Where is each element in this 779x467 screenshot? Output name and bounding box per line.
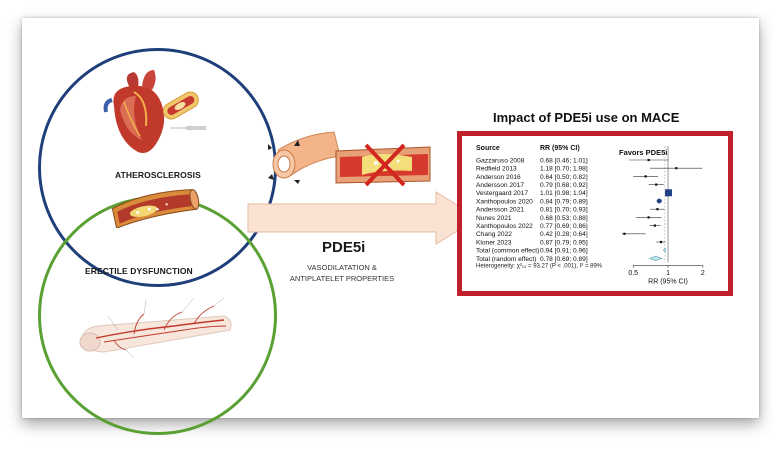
blocked-artery-icon: [335, 143, 431, 187]
study-ci: 0.68 [0.46; 1.01]: [540, 157, 588, 164]
total-diamond: [648, 255, 663, 261]
pde5i-arrow: [247, 191, 479, 245]
vestergaard-weight-box: [665, 189, 673, 197]
study-name: Xanthopoulos 2022: [476, 223, 533, 230]
pde5i-properties: VASODILATATION & ANTIPLATELET PROPERTIES: [272, 262, 412, 284]
panel-title: Impact of PDE5i use on MACE: [493, 110, 680, 125]
pde5i-properties-line2: ANTIPLATELET PROPERTIES: [289, 274, 395, 283]
heart-illustration: [103, 70, 206, 153]
study-name: Nunes 2021: [476, 215, 512, 222]
study-ci: 0.68 [0.53; 0.88]: [540, 215, 588, 222]
atherosclerosis-label: ATHEROSCLEROSIS: [115, 170, 201, 180]
forest-plot-panel: Source RR (95% CI) Gazzaruso 2008 0.68 [0.4…: [457, 131, 733, 296]
study-ci: 0.79 [0.68; 0.92]: [540, 182, 588, 189]
study-point: [659, 240, 663, 244]
header-source: Source: [476, 145, 500, 152]
study-ci: 0.77 [0.69; 0.86]: [540, 223, 588, 230]
vessel-cross-section: [268, 131, 341, 184]
study-name: Redfield 2013: [476, 166, 517, 173]
study-point: [655, 183, 658, 186]
study-name: Kloner 2023: [476, 239, 512, 246]
study-point: [647, 158, 650, 162]
header-rr: RR (95% CI): [540, 145, 580, 152]
pde5i-title: PDE5i: [322, 239, 366, 256]
plaque-artery-illustration: [111, 189, 200, 228]
x-tick-label: 2: [701, 270, 705, 277]
study-point: [644, 175, 647, 178]
total-name: Total (random effect): [476, 256, 536, 263]
figure-card: ATHEROSCLEROSIS ERECTILE DYSFUNCTION: [22, 18, 759, 435]
total-diamond: [662, 247, 667, 253]
pde5i-properties-line1: VASODILATATION &: [307, 263, 377, 272]
study-point: [656, 208, 659, 211]
xanthopoulos-weight-dot: [656, 198, 662, 204]
study-name: Vestergaard 2017: [476, 190, 528, 197]
x-tick-label: 0.5: [628, 270, 638, 277]
study-ci: 1.18 [0.70; 1.98]: [540, 166, 588, 173]
study-ci: 0.64 [0.50; 0.82]: [540, 174, 588, 181]
forest-plot: Source RR (95% CI) Gazzaruso 2008 0.68 [0.4…: [476, 145, 705, 285]
study-point: [653, 224, 656, 227]
study-name: Andersson 2017: [476, 182, 524, 189]
study-ci: 0.87 [0.79; 0.95]: [540, 239, 588, 246]
penile-anatomy-illustration: [79, 297, 232, 359]
erectile-dysfunction-label: ERECTILE DYSFUNCTION: [85, 266, 193, 276]
study-name: Anderson 2016: [476, 174, 521, 181]
study-ci: 0.42 [0.28; 0.64]: [540, 231, 588, 238]
study-point: [623, 232, 626, 235]
total-ci: 0.94 [0.91; 0.96]: [540, 248, 588, 255]
x-tick-label: 1: [666, 270, 670, 277]
study-point: [675, 167, 678, 170]
total-ci: 0.78 [0.69; 0.89]: [540, 256, 588, 263]
study-name: Xanthopoulos 2020: [476, 198, 533, 205]
study-point: [647, 216, 650, 219]
study-name: Andersson 2021: [476, 207, 524, 214]
study-name: Chang 2022: [476, 231, 512, 238]
favors-pde5i-annotation: Favors PDE5i: [619, 148, 667, 157]
total-name: Total (common effect): [476, 248, 539, 255]
heterogeneity-text: Heterogeneity: χ²₁₀ = 93.27 (P < .001), …: [476, 263, 603, 269]
study-name: Gazzaruso 2008: [476, 157, 525, 164]
study-ci: 0.81 [0.70; 0.93]: [540, 207, 588, 214]
x-axis-label: RR (95% CI): [648, 278, 688, 285]
study-ci: 1.01 [0.98; 1.04]: [540, 190, 588, 197]
study-ci: 0.84 [0.79; 0.89]: [540, 198, 588, 205]
